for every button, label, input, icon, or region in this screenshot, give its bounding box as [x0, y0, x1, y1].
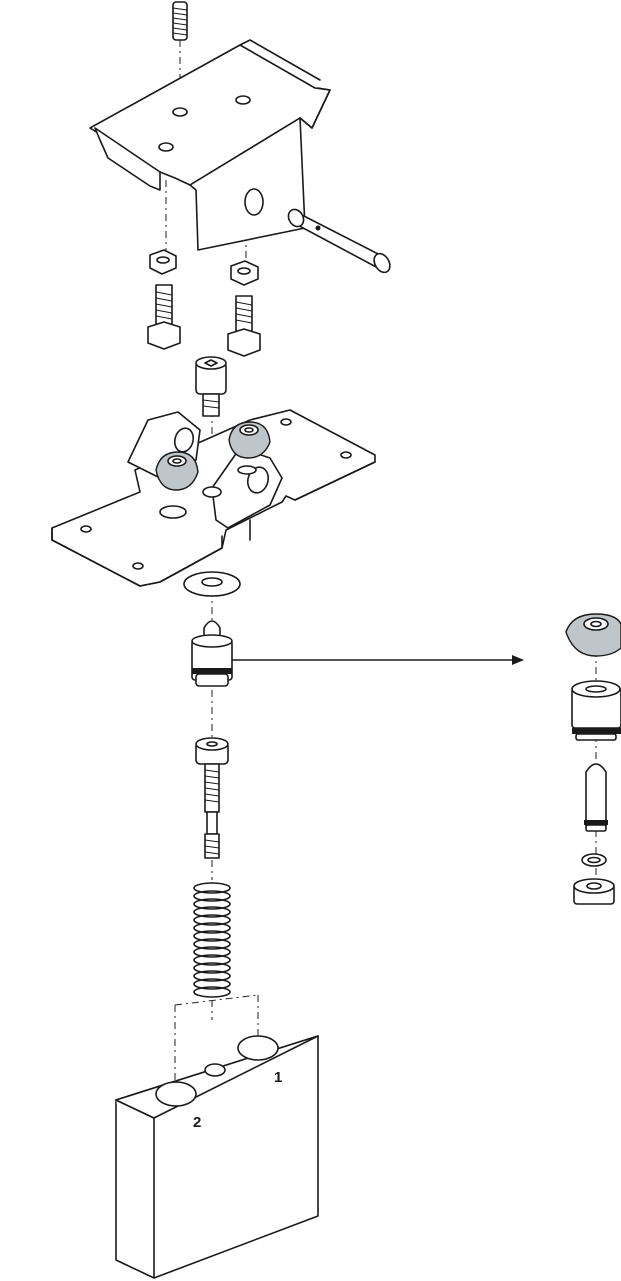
set-screw — [172, 1, 188, 41]
dome-cap-right — [228, 421, 271, 459]
dome-cap-left — [155, 451, 199, 491]
valve-body-block — [115, 1035, 319, 1279]
hex-nut-right — [230, 260, 259, 286]
port-label-2: 2 — [193, 1114, 201, 1131]
detail-dome-cap — [565, 613, 621, 657]
valve-cartridge — [191, 620, 233, 687]
detail-poppet-pin — [584, 763, 608, 832]
port-label-1: 1 — [274, 1069, 282, 1086]
washer — [183, 571, 241, 597]
socket-head-screw — [195, 356, 227, 417]
bolt-left — [147, 284, 181, 350]
poppet-stem — [195, 737, 229, 859]
detail-retaining-ring — [581, 853, 607, 867]
top-bracket — [89, 39, 331, 251]
detail-seat-ring — [573, 878, 615, 905]
spring — [193, 882, 231, 998]
hex-nut-left — [149, 249, 177, 275]
pin — [287, 208, 391, 274]
bolt-right — [227, 295, 261, 357]
mounting-plate — [51, 409, 376, 587]
detail-cartridge-body — [571, 680, 621, 741]
